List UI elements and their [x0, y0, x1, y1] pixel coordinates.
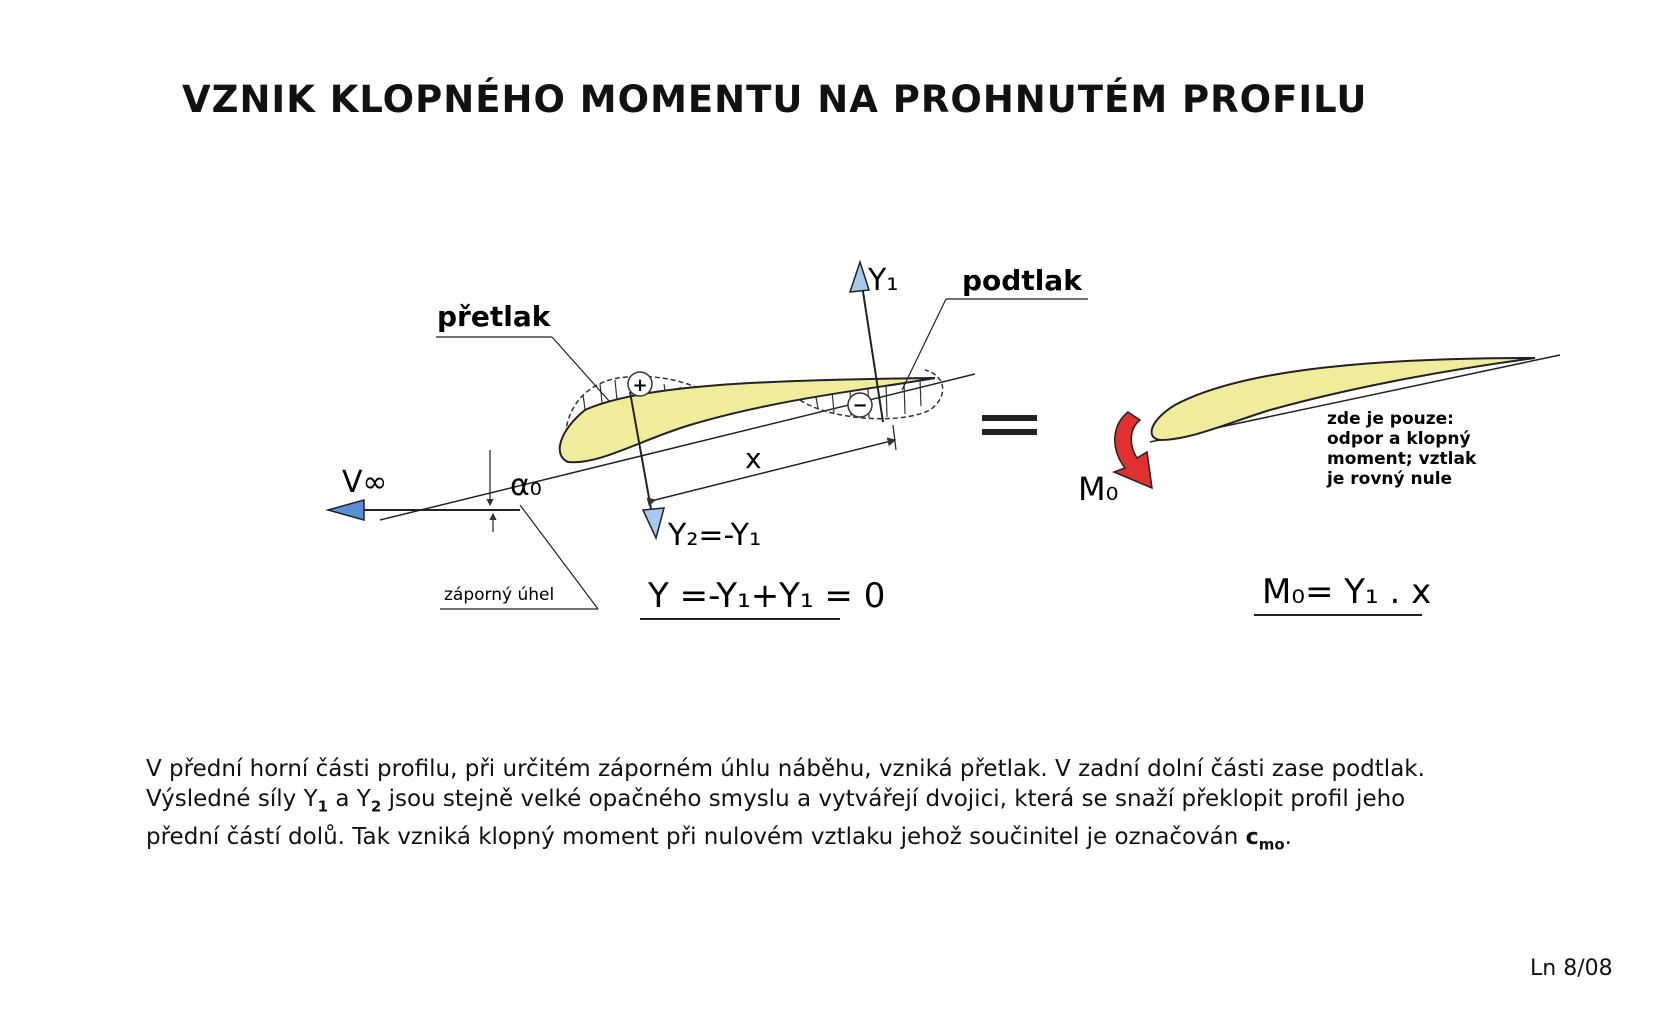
explanation-paragraph: V přední horní části profilu, při určité… [146, 754, 1566, 859]
minus-circle [847, 392, 873, 418]
label-y2: Y₂=-Y₁ [667, 518, 761, 553]
force-y2-arrowhead [641, 507, 666, 541]
airfoil-left [558, 377, 936, 464]
paragraph-line-1: V přední horní části profilu, při určité… [146, 756, 1425, 782]
paragraph-line-3a: přední částí dolů. Tak vzniká klopný mom… [146, 823, 1246, 850]
subscript-1: 1 [317, 797, 329, 816]
paragraph-end-dot: . [1284, 823, 1292, 850]
page-number: Ln 8/08 [1530, 956, 1613, 981]
label-y1: Y₁ [867, 263, 898, 298]
equals-bar-top [982, 415, 1037, 421]
airfoil-right [1150, 357, 1536, 442]
page-title: VZNIK KLOPNÉHO MOMENTU NA PROHNUTÉM PROF… [182, 78, 1368, 121]
zaporny-uhel-leader [519, 504, 599, 610]
moment-arrow [1111, 411, 1153, 490]
label-v-infinity: V∞ [342, 465, 388, 500]
label-pretlak: přetlak [437, 300, 552, 333]
coefficient-cmo: cmo [1245, 824, 1285, 853]
plus-sign: + [632, 375, 647, 396]
podtlak-leader [901, 298, 947, 391]
force-y1-arrowhead [848, 259, 870, 293]
underpressure-region [799, 369, 944, 420]
paragraph-line-2b: a Y [328, 786, 371, 812]
note-line-3: moment; vztlak [1327, 449, 1477, 469]
overpressure-region [564, 375, 706, 459]
distance-x-extension [892, 424, 897, 451]
note-line-1: zde je pouze: [1327, 409, 1454, 429]
note-line-4: je rovný nule [1326, 469, 1452, 489]
label-m0: M₀ [1078, 470, 1118, 508]
subscript-2: 2 [370, 797, 382, 816]
freestream-arrowhead [325, 499, 365, 521]
equation-left: Y =-Y₁+Y₁ = 0 [647, 576, 885, 616]
distance-x-line [646, 437, 897, 507]
force-y1-line [859, 271, 884, 423]
pretlak-leader [551, 336, 611, 403]
label-zaporny-uhel: záporný úhel [444, 585, 554, 605]
cmo-subscript: mo [1258, 834, 1285, 853]
note-block: zde je pouze: odpor a klopný moment; vzt… [1326, 409, 1477, 489]
plus-circle [627, 371, 653, 397]
label-alpha0: α₀ [510, 468, 542, 503]
minus-sign: − [852, 395, 867, 416]
label-podtlak: podtlak [962, 264, 1083, 297]
equation-right: M₀= Y₁ . x [1262, 572, 1431, 612]
equals-bar-bottom [982, 429, 1037, 435]
note-line-2: odpor a klopný [1327, 429, 1471, 449]
cmo-letter: c [1245, 824, 1259, 850]
paragraph-line-2c: jsou stejně velké opačného smyslu a vytv… [381, 786, 1406, 812]
label-x: x [745, 442, 762, 475]
paragraph-line-2a: Výsledné síly Y [146, 786, 318, 812]
